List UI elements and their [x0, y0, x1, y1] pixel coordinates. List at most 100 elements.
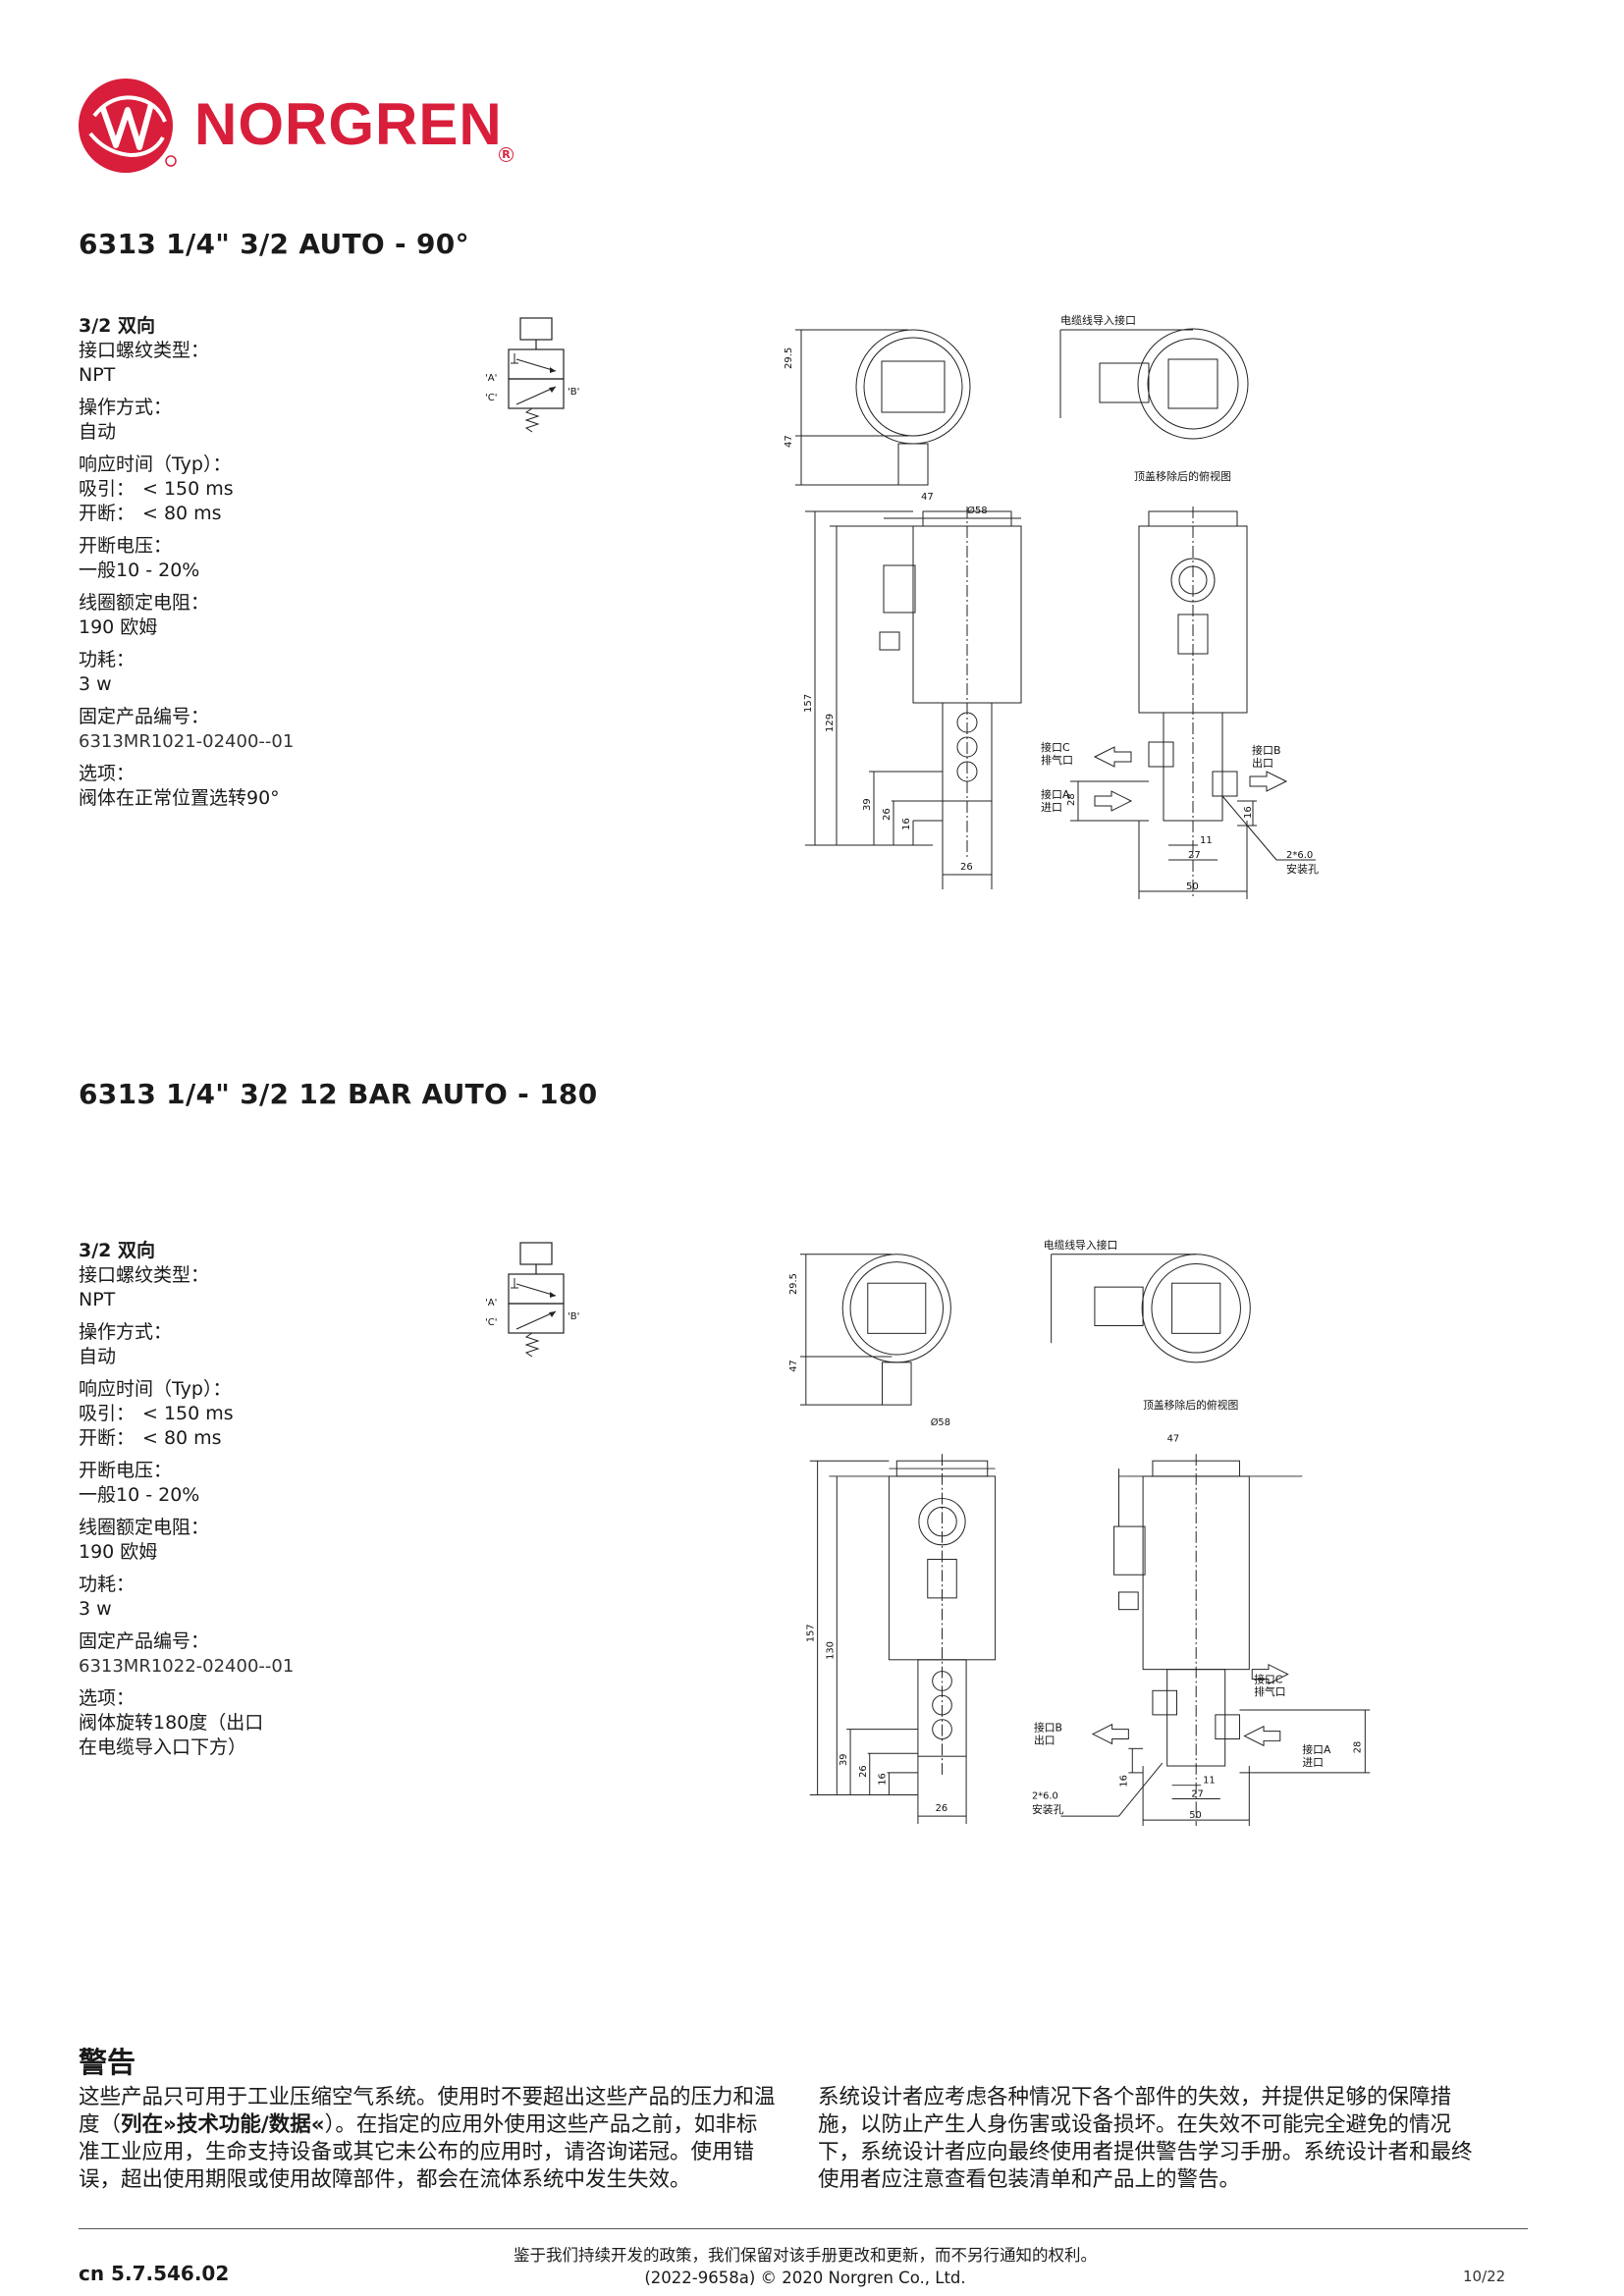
spec-pull-key: 吸引：	[79, 478, 135, 500]
product-1-title: 6313 1/4" 3/2 AUTO - 90°	[79, 228, 469, 260]
dim-16-a: 16	[877, 1773, 888, 1786]
spec-dropout-value: 一般10 - 20%	[79, 560, 200, 581]
label-mounting-hole: 安装孔	[1286, 862, 1319, 876]
norgren-logo: NORGREN R	[77, 77, 518, 175]
spec-option-value: 阀体在正常位置选转90°	[79, 787, 280, 809]
spec-power-value: 3 w	[79, 673, 112, 695]
dim-28: 28	[1352, 1741, 1363, 1754]
label-exhaust: 排气口	[1254, 1684, 1285, 1698]
spec-thread-label: 接口螺纹类型：	[79, 1264, 210, 1286]
warning-left-line-2c: ）。在指定的应用外使用这些产品之前，如非标	[324, 2112, 758, 2137]
label-hole-size: 2*6.0	[1032, 1790, 1058, 1801]
spec-option-label: 选项：	[79, 763, 135, 784]
dim-16-b: 16	[1118, 1775, 1129, 1788]
brand-name: NORGREN	[194, 91, 503, 157]
warning-technical-data-ref: 列在»技术功能/数据«	[121, 2112, 325, 2137]
warning-right-line-2: 施，以防止产生人身伤害或设备损坏。在失效不可能完全避免的情况	[818, 2112, 1452, 2137]
footer-doc-code: cn 5.7.546.02	[79, 2262, 230, 2285]
spec-pull-val: < 150 ms	[142, 478, 234, 500]
spec-type: 3/2 双向	[79, 315, 155, 337]
dim-157: 157	[803, 694, 814, 713]
spec-resistance-label: 线圈额定电阻：	[79, 1517, 210, 1538]
spec-release-val: < 80 ms	[142, 503, 222, 524]
dim-39: 39	[839, 1754, 849, 1767]
spec-release-key: 开断：	[79, 503, 135, 524]
spec-part-label: 固定产品编号：	[79, 706, 210, 727]
spec-option-value-line-1: 阀体旋转180度（出口	[79, 1712, 264, 1734]
spec-resistance-value: 190 欧姆	[79, 1541, 158, 1563]
label-port-b: 接口B	[1252, 744, 1281, 757]
dim-47-b: 47	[921, 492, 934, 503]
footer-notice: 鉴于我们持续开发的政策，我们保留对该手册更改和更新，而不另行通知的权利。 (20…	[373, 2244, 1237, 2289]
spec-resistance-label: 线圈额定电阻：	[79, 592, 210, 614]
dim-11: 11	[1203, 1776, 1216, 1787]
spec-response-label: 响应时间（Typ）：	[79, 1378, 232, 1400]
dim-26-b: 26	[936, 1803, 948, 1814]
warning-right-line-1: 系统设计者应考虑各种情况下各个部件的失效，并提供足够的保障措	[818, 2085, 1452, 2109]
norgren-globe-icon	[79, 79, 177, 173]
product-2-valve-symbol: 'A' 'C' 'B'	[485, 1242, 579, 1358]
symbol-port-c: 'C'	[485, 393, 497, 403]
registered-mark-icon: R	[499, 147, 514, 162]
footer-page-number: 10/22	[1463, 2268, 1506, 2285]
dim-39: 39	[862, 798, 873, 811]
label-outlet: 出口	[1034, 1733, 1056, 1746]
spec-dropout-value: 一般10 - 20%	[79, 1484, 200, 1506]
warning-left-line-3: 准工业应用，生命支持设备或其它未公布的应用时，请咨询诺冠。使用错	[79, 2140, 755, 2164]
spec-power-label: 功耗：	[79, 1574, 135, 1595]
spec-thread-label: 接口螺纹类型：	[79, 340, 210, 361]
dim-27: 27	[1191, 1789, 1204, 1799]
dim-129: 129	[825, 714, 836, 732]
dim-47-b: 47	[1167, 1434, 1180, 1445]
spec-part-label: 固定产品编号：	[79, 1630, 210, 1652]
footer-notice-line-1: 鉴于我们持续开发的政策，我们保留对该手册更改和更新，而不另行通知的权利。	[514, 2246, 1097, 2265]
spec-release-key: 开断：	[79, 1427, 135, 1449]
label-hole-size: 2*6.0	[1286, 850, 1313, 861]
spec-dropout-label: 开断电压：	[79, 535, 173, 557]
dim-27: 27	[1188, 850, 1201, 861]
label-port-b: 接口B	[1034, 1721, 1062, 1735]
spec-part-value: 6313MR1022-02400--01	[79, 1656, 295, 1677]
spec-thread-value: NPT	[79, 364, 116, 386]
spec-pull-key: 吸引：	[79, 1403, 135, 1424]
dim-47-a: 47	[784, 435, 794, 448]
spec-operation-label: 操作方式：	[79, 397, 173, 418]
symbol-port-c: 'C'	[485, 1317, 497, 1328]
dim-diameter-58: Ø58	[931, 1416, 950, 1428]
dim-28: 28	[1066, 793, 1077, 806]
dim-11: 11	[1200, 835, 1213, 846]
label-cable-entry: 电缆线导入接口	[1060, 313, 1136, 327]
label-port-c: 接口C	[1254, 1672, 1282, 1685]
spec-pull-val: < 150 ms	[142, 1403, 234, 1424]
symbol-port-a: 'A'	[485, 1298, 497, 1308]
spec-type: 3/2 双向	[79, 1240, 155, 1261]
product-1-valve-symbol: 'A' 'C' 'B'	[485, 317, 579, 433]
warning-heading: 警告	[79, 2046, 136, 2079]
warning-left-column: 这些产品只可用于工业压缩空气系统。使用时不要超出这些产品的压力和温 度（列在»技…	[79, 2084, 785, 2194]
label-exhaust: 排气口	[1041, 753, 1073, 767]
spec-release-val: < 80 ms	[142, 1427, 222, 1449]
spec-operation-label: 操作方式：	[79, 1321, 173, 1343]
label-top-view: 顶盖移除后的俯视图	[1143, 1398, 1238, 1412]
spec-thread-value: NPT	[79, 1289, 116, 1310]
spec-response-label: 响应时间（Typ）：	[79, 454, 232, 475]
dim-50: 50	[1186, 881, 1199, 892]
symbol-port-b: 'B'	[568, 1311, 579, 1322]
dim-130: 130	[825, 1641, 836, 1660]
label-outlet: 出口	[1252, 756, 1273, 770]
spec-dropout-label: 开断电压：	[79, 1460, 173, 1481]
dim-26-a: 26	[858, 1765, 869, 1778]
warning-left-line-2: 度（列在»技术功能/数据«）。在指定的应用外使用这些产品之前，如非标	[79, 2111, 785, 2139]
warning-left-line-4: 误，超出使用期限或使用故障部件，都会在流体系统中发生失效。	[79, 2167, 691, 2192]
footer-divider	[79, 2228, 1528, 2229]
label-inlet: 进口	[1302, 1756, 1324, 1769]
dim-diameter-58: Ø58	[967, 505, 988, 516]
product-2-dimension-drawing: 29.5 47 Ø58 47 电缆线导入接口 顶盖移除后的俯视图 157 130…	[788, 1238, 1371, 1826]
label-cable-entry: 电缆线导入接口	[1044, 1238, 1118, 1252]
product-1-dimension-drawing: 29.5 47 47 Ø58 电缆线导入接口 顶盖移除后的俯视图 157 129…	[784, 313, 1319, 899]
dim-29-5: 29.5	[788, 1273, 799, 1295]
dim-16-a: 16	[901, 818, 912, 830]
symbol-port-a: 'A'	[485, 373, 497, 384]
warning-left-line-2a: 度（	[79, 2112, 122, 2137]
spec-option-value-line-2: 在电缆导入口下方）	[79, 1736, 247, 1758]
